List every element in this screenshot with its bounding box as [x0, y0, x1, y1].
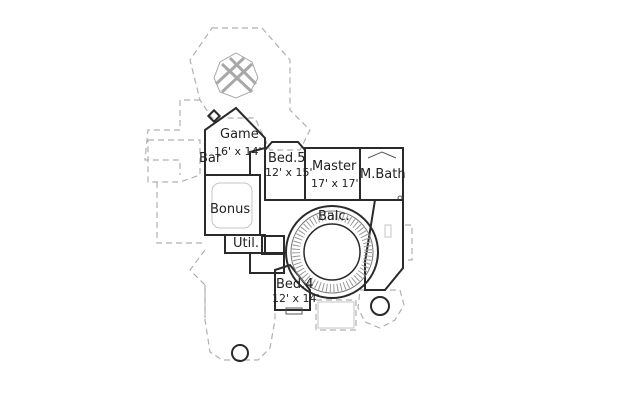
room-size-master: 17' x 17': [311, 177, 359, 190]
room-label-util: Util.: [233, 236, 259, 251]
room-label-mbath: M.Bath: [360, 167, 406, 182]
spiral-staircase: [285, 205, 379, 299]
walls: [204, 106, 404, 362]
lower-level-outline: [144, 27, 413, 361]
room-size-game: 16' x 14': [214, 145, 262, 158]
room-size-bed4: 12' x 14': [272, 292, 320, 305]
room-label-balcony: Balc.: [318, 209, 350, 224]
room-label-bonus: Bonus: [210, 202, 251, 217]
pergola-lattice: [213, 52, 259, 99]
room-size-bed5: 12' x 15': [265, 166, 313, 179]
room-label-bar: Bar: [199, 151, 222, 166]
room-label-bed5: Bed.5: [268, 151, 306, 166]
room-label-game: Game: [220, 127, 259, 142]
room-label-master: Master: [312, 159, 357, 174]
room-label-bed4: Bed.4: [276, 277, 314, 292]
